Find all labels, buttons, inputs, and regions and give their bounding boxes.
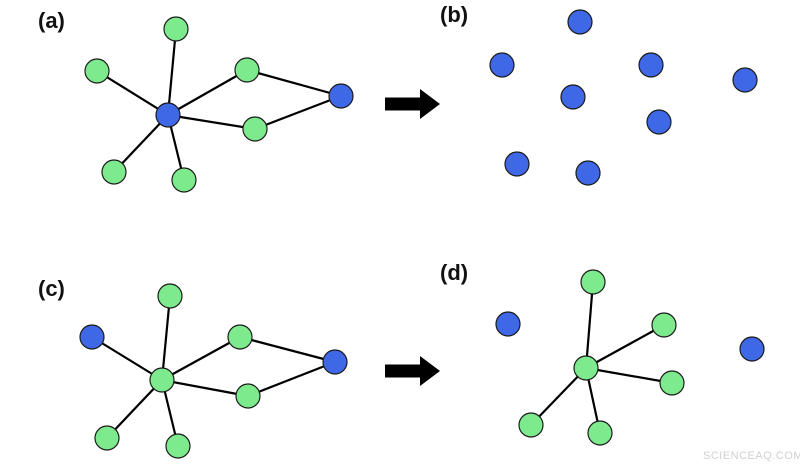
- node-d-isolated-left: [495, 311, 521, 337]
- node-b-n1: [567, 9, 593, 35]
- edge-c-hub-bottomleft: [105, 378, 164, 440]
- node-d-bottomleft: [518, 412, 544, 438]
- edge-d-hub-top: [584, 280, 595, 370]
- node-d-isolated-right: [739, 336, 765, 362]
- edges-layer: [90, 27, 674, 448]
- edge-a-hub-left: [95, 69, 170, 117]
- edge-c-hub-midbottom: [160, 378, 250, 398]
- node-a-left: [84, 58, 110, 84]
- node-a-bottomleft: [101, 159, 127, 185]
- panel-label-b: (b): [440, 2, 468, 27]
- node-b-n8: [575, 160, 601, 186]
- edge-a-hub-midbottom: [166, 113, 257, 131]
- panel-label-a: (a): [38, 8, 65, 33]
- node-c-bottommid: [165, 433, 191, 459]
- nodes-layer: [79, 9, 765, 459]
- node-c-midtop: [227, 324, 253, 350]
- node-d-top: [580, 269, 606, 295]
- node-b-n5: [560, 84, 586, 110]
- edge-d-hub-bottomleft: [529, 366, 588, 427]
- node-b-n7: [504, 151, 530, 177]
- edge-a-hub-bottomleft: [112, 113, 170, 174]
- node-a-midtop: [234, 57, 260, 83]
- node-d-bottommid: [587, 420, 613, 446]
- edge-c-midtop-right: [238, 335, 337, 364]
- edge-c-hub-top: [160, 294, 172, 382]
- node-d-midbottom: [659, 370, 685, 396]
- top-arrow-icon: [385, 89, 440, 119]
- node-c-midbottom: [235, 383, 261, 409]
- panel-label-d: (d): [440, 260, 468, 285]
- edge-a-hub-midtop: [166, 68, 249, 117]
- node-c-hub: [149, 367, 175, 393]
- arrows-layer: [385, 89, 440, 386]
- node-c-bottomleft: [94, 425, 120, 451]
- panel-label-c: (c): [38, 276, 65, 301]
- edge-c-hub-midtop: [160, 335, 242, 382]
- node-a-top: [163, 16, 189, 42]
- watermark: SCIENCEAQ.COM: [703, 450, 800, 462]
- node-c-left: [79, 324, 105, 350]
- node-c-right: [322, 349, 348, 375]
- node-b-n3: [638, 52, 664, 78]
- node-a-hub: [155, 102, 181, 128]
- edge-d-hub-midtop: [584, 323, 666, 370]
- bottom-arrow-icon: [385, 356, 440, 386]
- node-d-hub: [573, 355, 599, 381]
- node-b-n6: [646, 109, 672, 135]
- node-a-right: [328, 83, 354, 109]
- node-b-n2: [489, 52, 515, 78]
- edge-d-hub-midbottom: [584, 366, 674, 385]
- node-a-bottommid: [171, 167, 197, 193]
- edge-a-hub-top: [166, 27, 178, 117]
- edge-a-midtop-right: [245, 68, 343, 98]
- node-c-top: [157, 283, 183, 309]
- edge-a-midbottom-right: [253, 94, 343, 131]
- edge-c-hub-left: [90, 335, 164, 382]
- edge-c-midbottom-right: [246, 360, 337, 398]
- node-d-midtop: [651, 312, 677, 338]
- node-b-n4: [732, 67, 758, 93]
- node-a-midbottom: [242, 116, 268, 142]
